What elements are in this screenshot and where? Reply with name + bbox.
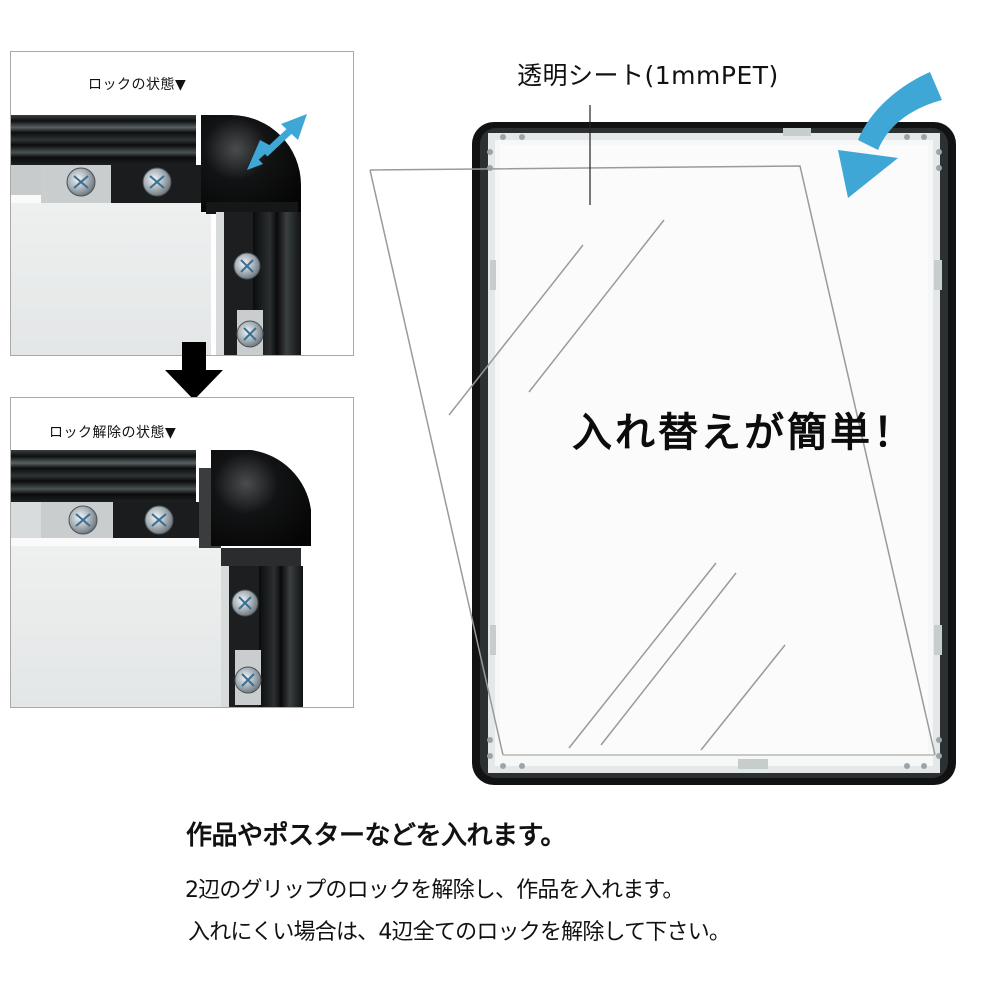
snap-frame	[472, 122, 956, 785]
transparent-sheet	[369, 165, 936, 756]
instructions-title: 作品やポスターなどを入れます。	[186, 821, 566, 851]
unlocked-state-panel: ロック解除の状態▼	[10, 397, 354, 708]
locked-state-label: ロックの状態▼	[88, 77, 187, 93]
down-arrow-icon	[165, 342, 223, 400]
insert-arrow-icon	[838, 72, 942, 198]
instruction-line-1: 2辺のグリップのロックを解除し、作品を入れます。	[185, 878, 684, 903]
unlocked-corner-photo	[11, 450, 311, 707]
instruction-line-2: 入れにくい場合は、4辺全てのロックを解除して下さい。	[188, 920, 731, 945]
unlocked-state-label: ロック解除の状態▼	[49, 425, 177, 441]
sheet-label: 透明シート(1mmPET)	[517, 61, 779, 90]
headline-easy-swap: 入れ替えが簡単！	[572, 410, 916, 456]
lock-direction-arrow-icon	[247, 114, 307, 170]
locked-state-panel: ロックの状態▼	[10, 51, 354, 356]
locked-corner-photo	[11, 114, 307, 355]
